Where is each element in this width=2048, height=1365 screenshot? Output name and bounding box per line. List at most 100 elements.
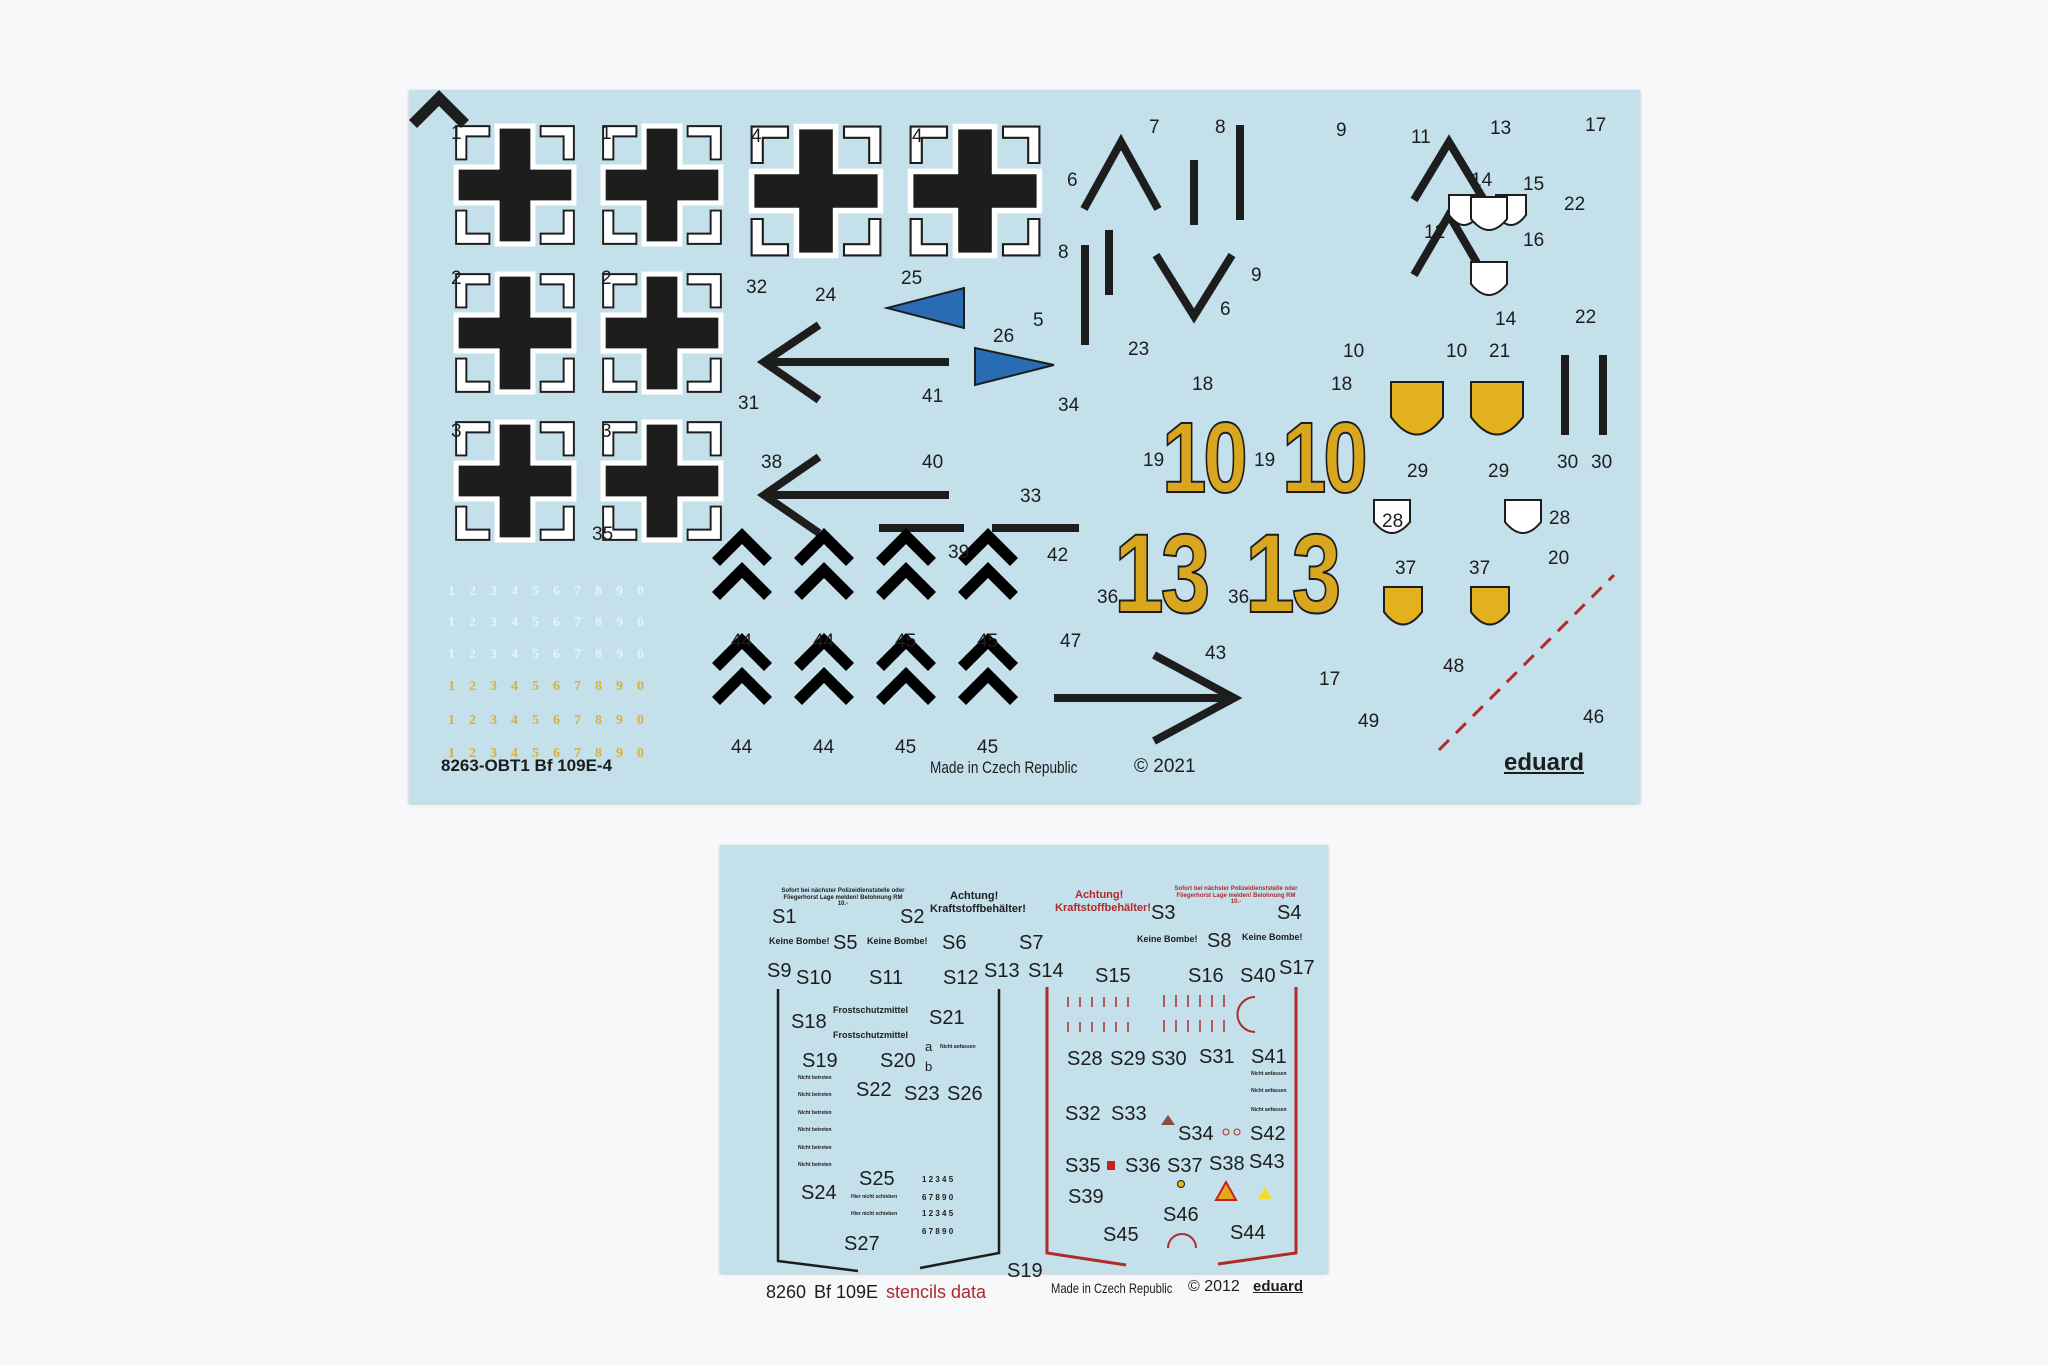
- nicht-betreten-stencil: Nicht betreten: [798, 1145, 832, 1151]
- decal-number-label: 45: [895, 631, 917, 652]
- arc-stencil: [1167, 1233, 1197, 1249]
- decal-number-label: 13: [1490, 118, 1512, 139]
- decal-number-label: 9: [1251, 265, 1262, 286]
- chevron-decal: [712, 528, 772, 566]
- unit-emblems: [1383, 381, 1524, 626]
- triangle-stencil: [1161, 1115, 1175, 1125]
- decal-number-label: 28: [1382, 511, 1404, 532]
- decal-number-label: 19: [1143, 450, 1165, 471]
- stencil-number-label: S4: [1277, 902, 1302, 924]
- decal-number-label: 22: [1564, 194, 1586, 215]
- stencil-number-label: S12: [943, 967, 979, 989]
- decal-number-label: 11: [1411, 127, 1431, 148]
- decal-number-label: 42: [1047, 545, 1069, 566]
- stencil-number-label: S29: [1110, 1048, 1146, 1070]
- nicht-anfassen-stencil: Nicht anfassen: [940, 1044, 976, 1050]
- stencil-number-label: S5: [833, 932, 858, 954]
- achtung-stencil: Achtung!: [950, 890, 999, 902]
- sub-label: b: [925, 1059, 933, 1074]
- brand-logo: eduard: [1504, 749, 1585, 776]
- nicht-anfassen-stencil: Nicht anfassen: [1251, 1071, 1287, 1077]
- stencil-number-label: S2: [900, 906, 925, 928]
- stencil-number-label: S9: [767, 960, 792, 982]
- stencil-number-label: S25: [859, 1168, 895, 1190]
- stencil-number-label: S8: [1207, 930, 1232, 952]
- decal-number-label: 3: [601, 421, 612, 442]
- decal-number-label: 44: [813, 737, 835, 758]
- arc-stencil: [1236, 996, 1256, 1033]
- nicht-anfassen-stencil: Nicht anfassen: [1251, 1107, 1287, 1113]
- digit-row-white: 1234567890: [448, 584, 658, 599]
- big-number: 10: [1281, 402, 1368, 514]
- decal-number-label: 18: [1192, 374, 1214, 395]
- decal-number-label: 43: [1205, 643, 1227, 664]
- stencil-number-label: S22: [856, 1079, 892, 1101]
- decal-number-label: 34: [1058, 395, 1080, 416]
- decal-number-label: 10: [1343, 341, 1365, 362]
- pennant-marking: [974, 346, 1055, 387]
- stencil-number-label: S44: [1230, 1222, 1266, 1244]
- decal-number-label: 46: [1583, 707, 1605, 728]
- decal-number-label: 37: [1395, 558, 1417, 579]
- decal-number-label: 45: [977, 737, 999, 758]
- keine-bombe-stencil-red: Keine Bombe!: [1242, 932, 1303, 942]
- stencil-number-label: S26: [947, 1083, 983, 1105]
- decal-number-label: 25: [901, 268, 923, 289]
- digit-row-yellow: 1234567890: [448, 713, 658, 728]
- chevron-decal: [958, 562, 1018, 600]
- decal-number-label: 5: [1033, 310, 1044, 331]
- decal-number-label: 19: [1254, 450, 1276, 471]
- stencil-number-label: S20: [880, 1050, 916, 1072]
- decal-number-label: 24: [815, 285, 837, 306]
- pennant-marking: [883, 286, 965, 330]
- stencil-number-label: S23: [904, 1083, 940, 1105]
- keine-bombe-stencil: Keine Bombe!: [867, 936, 928, 946]
- circle-stencil: [1222, 1128, 1230, 1136]
- frostschutz-stencil: Frostschutzmittel: [833, 1005, 909, 1015]
- frostschutz-stencil: Frostschutzmittel: [833, 1030, 909, 1040]
- keine-bombe-stencil-red: Keine Bombe!: [1137, 934, 1198, 944]
- decal-number-label: 41: [922, 386, 944, 407]
- chevron-decal: [876, 667, 936, 705]
- stencil-number-label: S38: [1209, 1153, 1245, 1175]
- stencil-number-label: S30: [1151, 1048, 1187, 1070]
- achtung-stencil-red: Achtung!: [1075, 889, 1124, 901]
- stencil-number-label: S40: [1240, 965, 1276, 987]
- stencil-number-label: S46: [1163, 1204, 1199, 1226]
- sofort-stencil: Sofort bei nächster Polizeidienststelle …: [781, 888, 905, 908]
- decal-number-label: 22: [1575, 307, 1597, 328]
- stencil-number-label: S27: [844, 1233, 880, 1255]
- decal-number-label: 36: [1228, 587, 1250, 608]
- decal-number-label: 29: [1488, 461, 1510, 482]
- made-in-text: Made in Czech Republic: [1051, 1280, 1173, 1296]
- decal-number-label: 44: [813, 631, 835, 652]
- decal-number-label: 30: [1557, 452, 1579, 473]
- big-number: 10: [1161, 402, 1248, 514]
- decal-number-label: 40: [922, 452, 944, 473]
- decal-shapes: [409, 90, 1616, 752]
- decal-number-label: 6: [1067, 170, 1078, 191]
- decal-number-label: 26: [993, 326, 1015, 347]
- decal-number-label: 31: [738, 393, 760, 414]
- big-number: 13: [1113, 511, 1211, 636]
- stencil-number-label: S33: [1111, 1103, 1147, 1125]
- decal-number-label: 21: [1489, 341, 1511, 362]
- stencil-number-label: S35: [1065, 1155, 1101, 1177]
- nicht-betreten-stencil: Nicht betreten: [798, 1075, 832, 1081]
- stencil-number-label: S1: [772, 906, 797, 928]
- stencil-number-label: S31: [1199, 1046, 1235, 1068]
- decal-number-label: 10: [1446, 341, 1468, 362]
- decal-number-label: 2: [451, 268, 462, 289]
- decal-number-label: 1: [451, 123, 462, 144]
- dashed-line-marking: [1437, 573, 1616, 752]
- chevron-decal: [712, 667, 772, 705]
- decal-number-label: 20: [1548, 548, 1570, 569]
- decal-number-label: 2: [601, 268, 612, 289]
- stencil-number-label: S37: [1167, 1155, 1203, 1177]
- stencil-number-label: S28: [1067, 1048, 1103, 1070]
- chevron-decal: [794, 528, 854, 566]
- hier-nicht-schieben-stencil: Hier nicht schieben: [851, 1211, 898, 1217]
- digits-stencil: 6 7 8 9 0: [922, 1193, 954, 1202]
- digits-stencil: 1 2 3 4 5: [922, 1209, 954, 1218]
- keine-bombe-stencil: Keine Bombe!: [769, 936, 830, 946]
